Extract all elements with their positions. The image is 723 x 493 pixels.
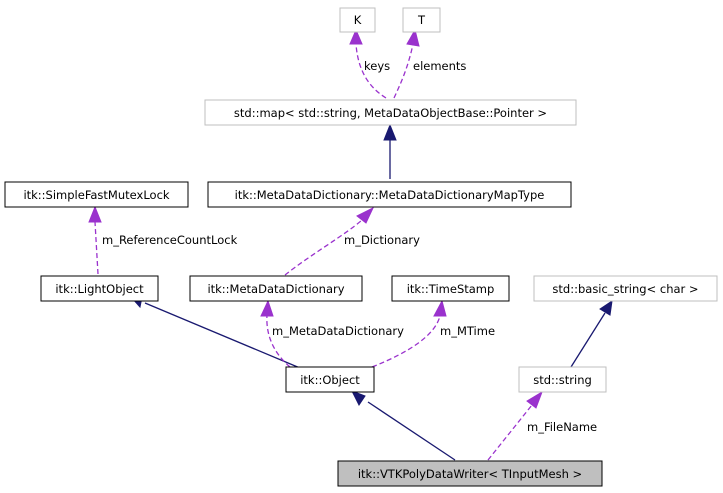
svg-text:std::map< std::string, MetaDat: std::map< std::string, MetaDataObjectBas…	[234, 106, 547, 120]
node-t[interactable]: T	[402, 7, 441, 33]
node-simple-fast-mutex-lock[interactable]: itk::SimpleFastMutexLock	[4, 181, 189, 208]
svg-text:itk::SimpleFastMutexLock: itk::SimpleFastMutexLock	[23, 188, 169, 202]
edge-label-reference-count-lock: m_ReferenceCountLock	[102, 233, 238, 247]
node-std-map[interactable]: std::map< std::string, MetaDataObjectBas…	[204, 99, 577, 126]
svg-text:std::string: std::string	[533, 373, 592, 387]
edge-label-meta-data-dictionary: m_MetaDataDictionary	[272, 324, 404, 338]
edge-mtime	[371, 299, 447, 368]
node-basic-string[interactable]: std::basic_string< char >	[533, 275, 718, 302]
edge-file-name	[487, 390, 543, 461]
edge-dictionary	[284, 206, 375, 276]
svg-text:std::basic_string< char >: std::basic_string< char >	[552, 282, 698, 296]
edge-reference-count-lock	[88, 205, 102, 275]
svg-text:itk::Object: itk::Object	[300, 373, 360, 387]
node-time-stamp[interactable]: itk::TimeStamp	[391, 275, 510, 302]
node-object[interactable]: itk::Object	[285, 366, 375, 393]
edge-inherit-basic-string	[570, 299, 613, 368]
svg-text:itk::LightObject: itk::LightObject	[55, 282, 144, 296]
svg-text:itk::MetaDataDictionary::MetaD: itk::MetaDataDictionary::MetaDataDiction…	[235, 188, 545, 202]
svg-text:K: K	[354, 13, 362, 27]
node-std-string[interactable]: std::string	[518, 366, 607, 393]
edge-meta-data-dictionary	[260, 299, 291, 368]
edge-inherit-map	[383, 123, 397, 179]
svg-text:T: T	[417, 13, 426, 27]
edge-label-keys: keys	[364, 59, 390, 73]
edge-keys	[349, 28, 387, 99]
node-light-object[interactable]: itk::LightObject	[40, 275, 159, 302]
edge-label-file-name: m_FileName	[527, 420, 597, 434]
edge-label-dictionary: m_Dictionary	[344, 233, 420, 247]
edge-label-mtime: m_MTime	[440, 324, 495, 338]
svg-text:itk::MetaDataDictionary: itk::MetaDataDictionary	[207, 282, 344, 296]
edge-inherit-object	[350, 390, 456, 461]
svg-text:itk::VTKPolyDataWriter< TInput: itk::VTKPolyDataWriter< TInputMesh >	[358, 467, 582, 481]
edge-elements	[393, 28, 420, 99]
edge-label-elements: elements	[413, 59, 466, 73]
svg-text:itk::TimeStamp: itk::TimeStamp	[407, 282, 495, 296]
node-meta-data-dictionary-map-type[interactable]: itk::MetaDataDictionary::MetaDataDiction…	[207, 181, 572, 208]
node-vtk-poly-data-writer[interactable]: itk::VTKPolyDataWriter< TInputMesh >	[337, 460, 603, 487]
node-k[interactable]: K	[339, 7, 376, 33]
node-meta-data-dictionary[interactable]: itk::MetaDataDictionary	[189, 275, 363, 302]
